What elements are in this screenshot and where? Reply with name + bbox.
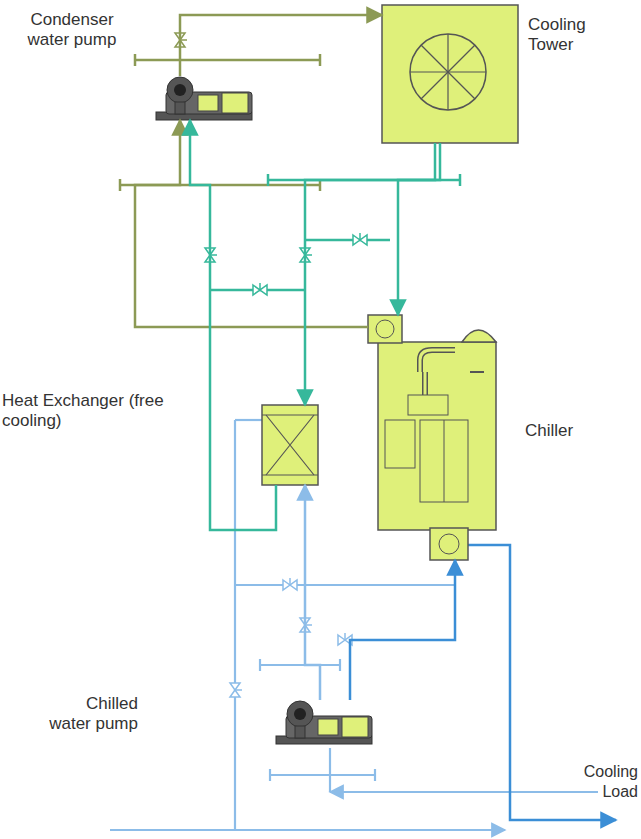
equipment-label: Chiller xyxy=(525,421,605,441)
equipment-label: Heat Exchanger (free cooling) xyxy=(2,391,192,431)
pipe-connector xyxy=(135,120,368,327)
pipe-connector xyxy=(305,143,440,405)
equipment-label: Chilled water pump xyxy=(46,694,138,734)
pipe-connector xyxy=(190,120,276,530)
pipe-connector xyxy=(180,15,382,76)
equipment-label: Condenser water pump xyxy=(16,10,128,50)
equipment-label: Cooling Tower xyxy=(528,15,618,55)
equipment-node: Cooling Tower xyxy=(382,5,518,143)
pipe-connector xyxy=(305,485,320,700)
pipe-connector xyxy=(398,143,435,315)
equipment-node: Heat Exchanger (free cooling) xyxy=(262,405,318,485)
load-label: Cooling Load xyxy=(574,762,638,802)
equipment-node: Chilled water pump xyxy=(268,700,376,746)
equipment-node: Condenser water pump xyxy=(148,76,252,120)
pipe-connector xyxy=(350,560,455,700)
equipment-node: Chiller xyxy=(368,315,500,560)
